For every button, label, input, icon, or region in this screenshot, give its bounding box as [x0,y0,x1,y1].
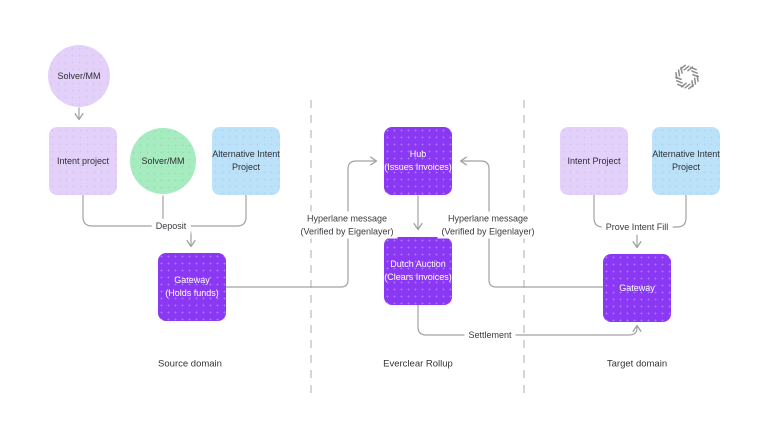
node-label: Intent project [56,155,110,166]
edge-label-line1: Hyperlane message [447,213,529,224]
node-label-line2: Project [231,162,260,172]
edge-label-deposit: Deposit [151,218,191,234]
node-label: Gateway [619,282,655,293]
node-intent-project-source: Intent project [49,127,117,195]
edge-label-hyperlane-right: Hyperlane message (Verified by Eigenlaye… [437,211,539,239]
edge-deposit-right [190,194,247,227]
lane-label-target-domain: Target domain [606,358,668,370]
node-dutch-auction: Dutch Auction (Clears Invoices) [384,237,452,305]
node-gateway-source: Gateway (Holds funds) [158,253,226,321]
edge-label-line2: (Verified by Eigenlayer) [441,226,535,236]
node-label: Intent Project [567,155,621,166]
edge-settlement [417,304,642,336]
node-label: Solver/MM [141,155,185,166]
node-label-line2: Project [671,162,700,172]
node-label-line2: (Issues Invoices) [384,162,452,172]
edge-deposit-left [82,194,196,248]
edge-label-line2: (Verified by Eigenlayer) [300,226,394,236]
node-solver-mm-top: Solver/MM [48,45,110,107]
edge-label-settlement: Settlement [464,327,516,343]
edge-label-line1: Hyperlane message [306,213,388,224]
edge-label-hyperlane-left: Hyperlane message (Verified by Eigenlaye… [296,211,398,239]
node-gateway-target: Gateway [603,254,671,322]
node-label-line1: Gateway [174,275,210,285]
node-hub: Hub (Issues Invoices) [384,127,452,195]
node-label-line2: (Holds funds) [165,288,219,298]
node-alternative-intent-target: Alternative Intent Project [652,127,720,195]
node-solver-mm: Solver/MM [130,128,196,194]
edge-prove-right [636,193,687,228]
node-intent-project-target: Intent Project [560,127,628,195]
lane-label-source-domain: Source domain [158,358,222,370]
node-label-line1: Alternative Intent [212,149,280,159]
everclear-logo-icon [672,64,702,90]
node-label-line1: Dutch Auction [390,259,446,269]
node-alternative-intent-source: Alternative Intent Project [212,127,280,195]
lane-label-everclear-rollup: Everclear Rollup [383,358,453,370]
node-label-line1: Hub [409,149,427,159]
edge-label-prove-intent-fill: Prove Intent Fill [601,219,673,235]
node-label-line2: (Clears Invoices) [384,272,452,282]
node-label-line1: Alternative Intent [652,149,720,159]
node-label: Solver/MM [57,70,101,81]
